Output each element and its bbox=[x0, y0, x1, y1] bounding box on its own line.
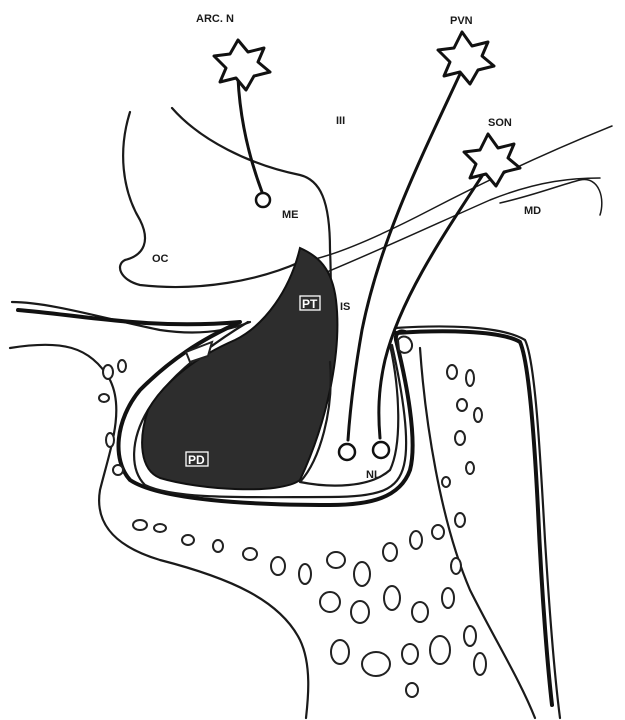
hypothalamus-outline bbox=[120, 108, 612, 360]
bone-trabecula bbox=[106, 433, 114, 447]
label-nl: NL bbox=[366, 469, 381, 481]
bone-trabecula bbox=[457, 399, 467, 411]
bone-trabecula bbox=[271, 557, 285, 575]
label-pvn: PVN bbox=[450, 15, 473, 27]
bone-trabecula bbox=[362, 652, 390, 676]
bone-trabecula bbox=[243, 548, 257, 560]
bone-trabecula bbox=[402, 644, 418, 664]
label-pd: PD bbox=[188, 453, 205, 467]
bone-trabecula bbox=[474, 653, 486, 675]
bone-trabecula bbox=[447, 365, 457, 379]
bone-trabecula bbox=[464, 626, 476, 646]
bone-trabecula bbox=[466, 462, 474, 474]
bone-trabecula bbox=[320, 592, 340, 612]
bone-trabecula bbox=[455, 431, 465, 445]
bone-trabecula bbox=[466, 370, 474, 386]
bone-trabecula bbox=[103, 365, 113, 379]
label-pt: PT bbox=[302, 297, 318, 311]
bone-trabecula bbox=[432, 525, 444, 539]
son-neuron bbox=[373, 134, 520, 458]
anterior-pituitary bbox=[142, 248, 337, 489]
arc-neuron bbox=[214, 40, 270, 207]
bone-trabecula bbox=[331, 640, 349, 664]
bone-trabecula bbox=[451, 558, 461, 574]
bone-trabecula bbox=[412, 602, 428, 622]
label-md: MD bbox=[524, 205, 541, 217]
label-third-ventricle: III bbox=[336, 115, 345, 127]
bone-trabecula bbox=[406, 683, 418, 697]
bone-trabecula bbox=[154, 524, 166, 532]
label-arc-n: ARC. N bbox=[196, 13, 234, 25]
pvn-neuron bbox=[339, 32, 494, 460]
bone-trabecula bbox=[182, 535, 194, 545]
bone-trabecula bbox=[118, 360, 126, 372]
bone-trabecula bbox=[474, 408, 482, 422]
bone-trabecula bbox=[99, 394, 109, 402]
bone-trabecula bbox=[455, 513, 465, 527]
bone-trabecula bbox=[384, 586, 400, 610]
label-son: SON bbox=[488, 117, 512, 129]
bone-trabecula bbox=[442, 477, 450, 487]
bone-trabecula bbox=[299, 564, 311, 584]
bone-trabecula bbox=[410, 531, 422, 549]
bone-trabecula bbox=[113, 465, 123, 475]
bone-trabecula bbox=[442, 588, 454, 608]
bone-trabecula bbox=[354, 562, 370, 586]
bone-trabecula bbox=[213, 540, 223, 552]
bone-trabecula bbox=[327, 552, 345, 568]
label-me: ME bbox=[282, 209, 299, 221]
bone-trabecula bbox=[430, 636, 450, 664]
label-oc: OC bbox=[152, 253, 169, 265]
label-is: IS bbox=[340, 301, 350, 313]
bone-trabecula bbox=[383, 543, 397, 561]
bone-trabecula bbox=[133, 520, 147, 530]
bone-trabecula bbox=[351, 601, 369, 623]
